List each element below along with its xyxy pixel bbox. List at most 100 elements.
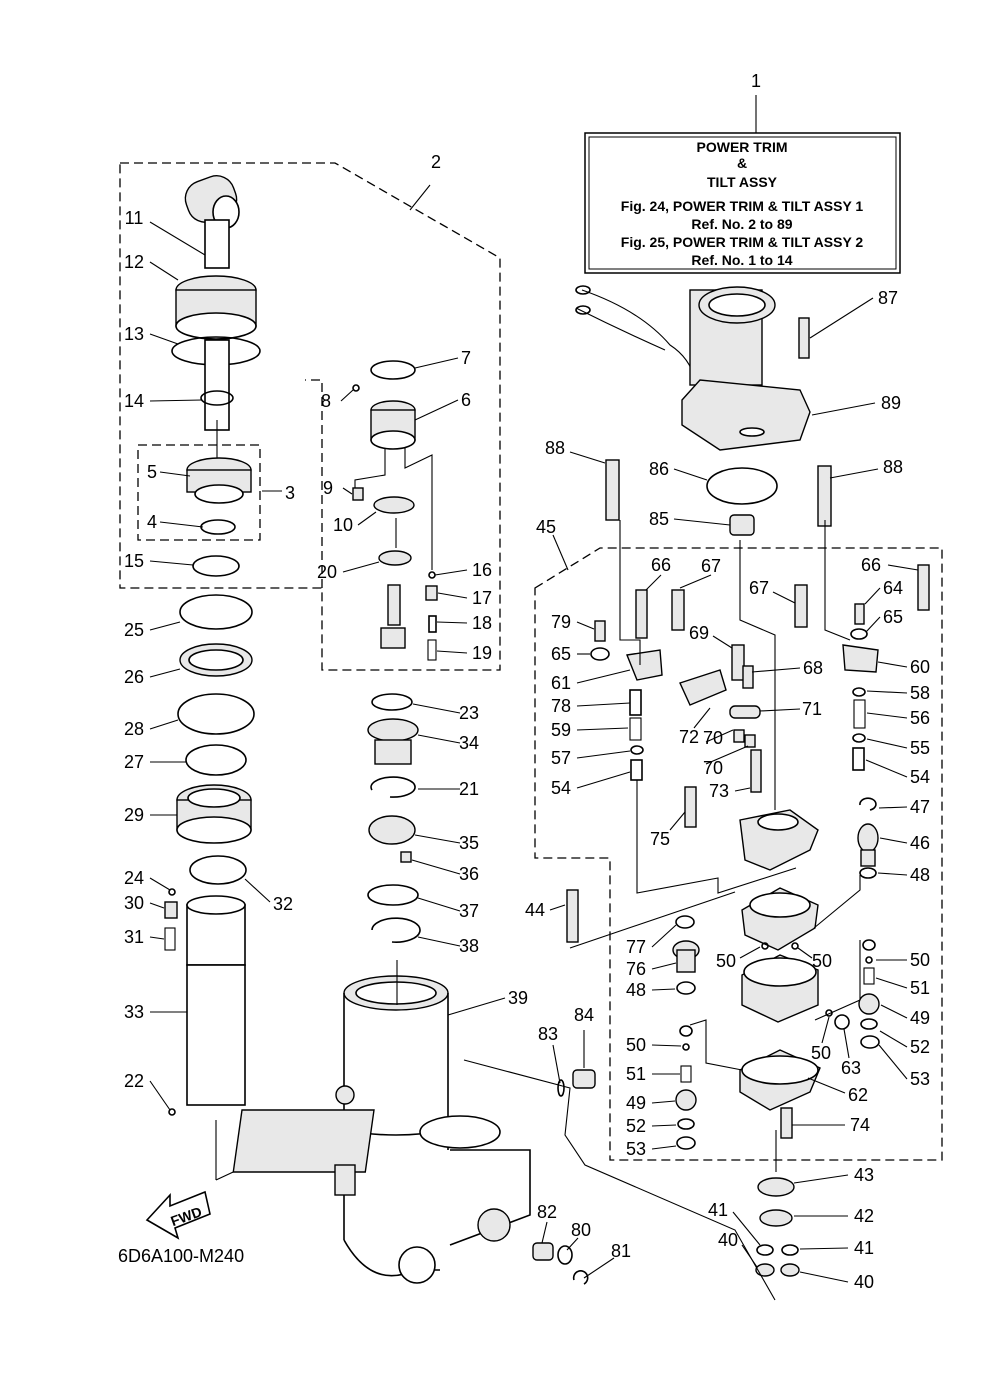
leader-line xyxy=(879,1030,908,1048)
callout-c89: 89 xyxy=(811,393,901,416)
callout-c69: 69 xyxy=(689,623,733,649)
callout-label: 41 xyxy=(708,1200,728,1220)
callout-label: 88 xyxy=(883,457,903,477)
callout-label: 33 xyxy=(124,1002,144,1022)
callout-label: 66 xyxy=(861,555,881,575)
callout-label: 22 xyxy=(124,1071,144,1091)
leader-line xyxy=(342,561,380,573)
tilt-ram-assembly xyxy=(164,175,303,1181)
callout-c3: 3 xyxy=(262,483,295,503)
callout-c54a: 54 xyxy=(865,759,930,787)
leader-line xyxy=(807,1077,846,1094)
callout-label: 46 xyxy=(910,833,930,853)
leader-line xyxy=(552,1044,561,1084)
callout-c11: 11 xyxy=(125,208,206,256)
leader-line xyxy=(566,1237,579,1251)
callout-c34: 34 xyxy=(417,733,479,753)
leader-line xyxy=(651,1100,676,1104)
leader-line xyxy=(679,574,712,589)
reference-box xyxy=(584,95,901,274)
callout-label: 51 xyxy=(626,1064,646,1084)
callout-label: 17 xyxy=(472,588,492,608)
callout-c5: 5 xyxy=(147,462,191,482)
callout-label: 8 xyxy=(321,391,331,411)
ref-box-callout: 1 xyxy=(751,71,761,91)
callout-c60: 60 xyxy=(877,657,930,677)
leader-line xyxy=(576,702,631,707)
callout-c13: 13 xyxy=(124,324,179,345)
callout-c29: 29 xyxy=(124,805,177,825)
group-outline-3 xyxy=(137,444,261,541)
leader-line xyxy=(576,669,631,684)
callout-c57: 57 xyxy=(551,748,631,768)
callout-c53a: 53 xyxy=(878,1044,930,1089)
leader-line xyxy=(877,872,908,876)
callout-c26: 26 xyxy=(124,667,181,687)
leader-line xyxy=(669,811,686,831)
leader-line xyxy=(342,487,353,495)
callout-c71: 71 xyxy=(759,699,822,719)
leader-line xyxy=(879,837,908,844)
callout-c27: 27 xyxy=(124,752,186,772)
callout-label: 76 xyxy=(626,959,646,979)
leader-line xyxy=(799,1247,849,1250)
callout-label: 81 xyxy=(611,1241,631,1261)
callout-c7: 7 xyxy=(414,348,471,369)
diagram-code: 6D6A100-M240 xyxy=(118,1246,244,1266)
callout-c40b: 40 xyxy=(799,1271,874,1292)
callout-label: 71 xyxy=(802,699,822,719)
callout-label: 35 xyxy=(459,833,479,853)
callout-c22: 22 xyxy=(124,1071,171,1111)
leader-line xyxy=(409,184,431,211)
callout-c2: 2 xyxy=(409,152,441,211)
callout-c48b: 48 xyxy=(626,980,676,1000)
callout-c20: 20 xyxy=(317,561,380,582)
callout-c25: 25 xyxy=(124,620,181,640)
callout-c30: 30 xyxy=(124,893,165,913)
callout-label: 20 xyxy=(317,562,337,582)
leader-line xyxy=(159,471,191,477)
callout-label: 24 xyxy=(124,868,144,888)
leader-line xyxy=(741,1244,758,1268)
callout-label: 4 xyxy=(147,512,157,532)
callout-label: 87 xyxy=(878,288,898,308)
callout-label: 67 xyxy=(701,556,721,576)
callout-label: 54 xyxy=(910,767,930,787)
callout-c28: 28 xyxy=(124,719,179,739)
callout-c35: 35 xyxy=(414,833,479,853)
callout-c17: 17 xyxy=(437,588,492,608)
leader-line xyxy=(799,1271,849,1283)
trim-motor-89 xyxy=(575,285,811,536)
ref-box-line-5: Ref. No. 2 to 89 xyxy=(691,216,792,232)
leader-line xyxy=(878,1044,908,1080)
ref-box-line-4: Fig. 24, POWER TRIM & TILT ASSY 1 xyxy=(621,198,864,214)
callout-c12: 12 xyxy=(124,252,179,281)
callout-c85: 85 xyxy=(649,509,731,529)
callout-c70a: 70 xyxy=(703,728,734,748)
piston-rings xyxy=(755,1130,800,1277)
callout-c55: 55 xyxy=(866,738,930,758)
callout-label: 70 xyxy=(703,728,723,748)
callout-c70b: 70 xyxy=(703,745,749,778)
leader-line xyxy=(759,708,801,712)
callout-c49b: 49 xyxy=(626,1093,676,1113)
leader-line xyxy=(645,574,662,591)
leader-line xyxy=(651,1044,682,1047)
callout-c51a: 51 xyxy=(875,977,930,998)
leader-line xyxy=(434,569,468,576)
leader-line xyxy=(437,592,468,599)
callout-label: 54 xyxy=(551,778,571,798)
callout-label: 86 xyxy=(649,459,669,479)
text-layer: 6D6A100-M240 FWD 1 POWER TRIM & TILT ASS… xyxy=(118,71,863,1266)
callout-c43: 43 xyxy=(793,1165,874,1185)
callout-c78: 78 xyxy=(551,696,631,716)
callout-c15: 15 xyxy=(124,551,194,571)
leader-line xyxy=(149,668,181,678)
callout-c47: 47 xyxy=(878,797,930,817)
leader-line xyxy=(436,621,468,624)
callout-label: 84 xyxy=(574,1005,594,1025)
callout-c21: 21 xyxy=(418,779,479,799)
callout-c84: 84 xyxy=(574,1005,594,1068)
callout-label: 50 xyxy=(626,1035,646,1055)
callout-label: 32 xyxy=(273,894,293,914)
